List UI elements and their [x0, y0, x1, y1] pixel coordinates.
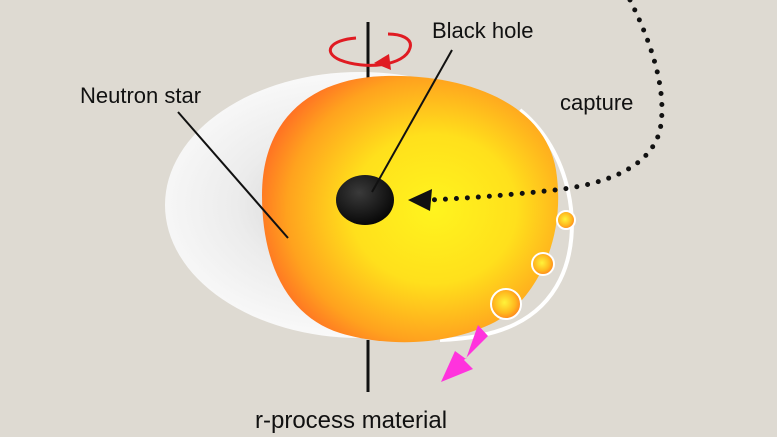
label-r-process-material: r-process material — [255, 407, 447, 434]
black-hole-leader — [371, 49, 453, 193]
label-capture: capture — [560, 90, 633, 115]
label-black-hole: Black hole — [432, 18, 534, 43]
ejecta-blob-2 — [531, 252, 555, 276]
neutron-star-body — [262, 75, 559, 343]
ejecta-blob-3 — [490, 288, 522, 320]
tidal-disk-rim — [439, 108, 574, 342]
capture-arrowhead-icon — [408, 189, 432, 211]
rotation-arrow-icon — [328, 32, 412, 70]
neutron-star-leader — [177, 111, 289, 239]
capture-trajectory — [427, 0, 665, 203]
ejecta-blob-1 — [556, 210, 576, 230]
ejecta-direction-arrow-icon — [441, 325, 488, 382]
label-neutron-star: Neutron star — [80, 83, 201, 108]
black-hole — [336, 175, 394, 225]
